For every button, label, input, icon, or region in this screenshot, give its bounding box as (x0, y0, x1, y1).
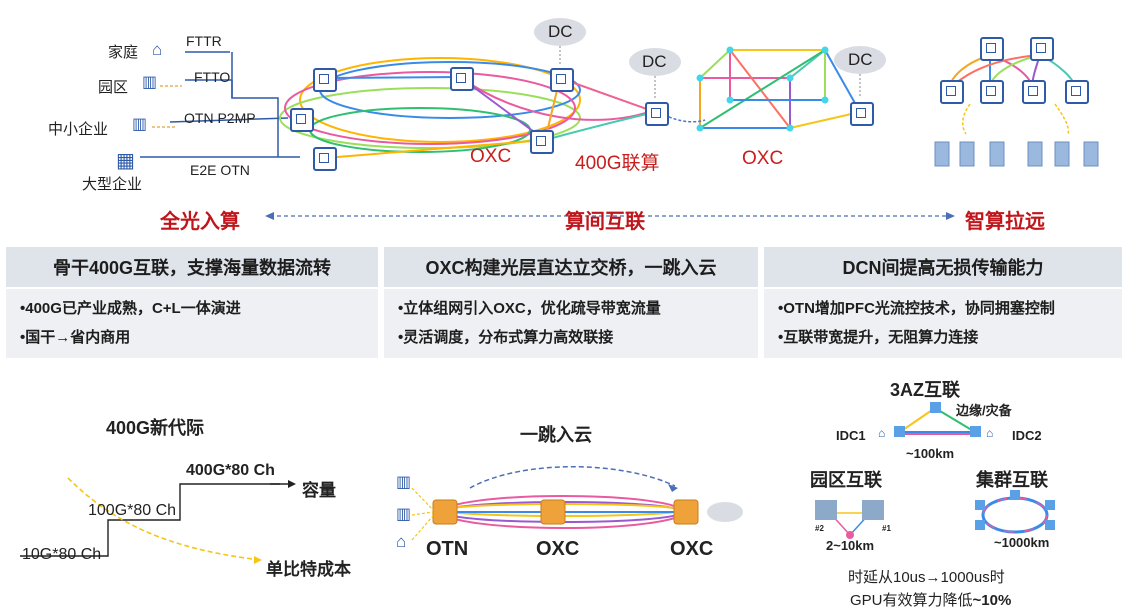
panel-bullet: •互联带宽提升，无阻算力连接 (778, 329, 979, 346)
bank-icon: ⌂ (878, 426, 886, 440)
park-mark: #1 (882, 524, 891, 533)
dc-node (1030, 37, 1054, 61)
panel-body-dcn: •OTN增加PFC光流控技术，协同拥塞控制 •互联带宽提升，无阻算力连接 (764, 289, 1122, 358)
building-icon: ▥ (142, 74, 158, 91)
access-place-label: 大型企业 (82, 176, 143, 193)
gen400-step: 10G*80 Ch (22, 546, 102, 563)
access-tech-label: E2E OTN (190, 162, 250, 178)
oxc-left-label: OXC (470, 146, 512, 167)
oxc-label: OXC (670, 538, 714, 560)
theme-center: 算间互联 (565, 211, 645, 233)
park-distance: 2~10km (826, 538, 875, 553)
gen400-step: 400G*80 Ch (186, 462, 275, 479)
home-icon: ⌂ (152, 40, 163, 59)
panel-title-dcn: DCN间提高无损传输能力 (764, 247, 1122, 287)
gpu-note-value: ~10% (972, 592, 1012, 609)
edge-label: 边缘/灾备 (956, 403, 1012, 418)
access-place-label: 园区 (98, 79, 129, 96)
oxc-node (530, 130, 554, 154)
idc1-label: IDC1 (836, 428, 866, 443)
park-mark: #2 (815, 524, 824, 533)
cluster-distance: ~1000km (994, 535, 1050, 550)
access-tech-label: OTN P2MP (184, 110, 256, 126)
park-title: 园区互联 (810, 470, 882, 490)
panel-bullet: •灵活调度，分布式算力高效联接 (398, 329, 614, 346)
latency-note: 时延从10us→1000us时 (848, 569, 1005, 586)
dc-node (940, 80, 964, 104)
building-icon: ▥ (396, 474, 412, 491)
gpu-note: GPU有效算力降低~10% (850, 589, 1011, 610)
oxc-label: OXC (536, 538, 580, 560)
access-tech-label: FTTO (194, 69, 231, 85)
access-place-label: 家庭 (108, 44, 139, 61)
panel-bullet: •400G已产业成熟，C+L一体演进 (20, 300, 241, 317)
theme-left: 全光入算 (160, 211, 240, 233)
distance-label: ~100km (906, 446, 955, 461)
oxc-right-label: OXC (742, 148, 784, 169)
panel-title-oxc: OXC构建光层直达立交桥，一跳入云 (384, 247, 758, 287)
oxc-node (550, 68, 574, 92)
enterprise-icon: ▦ (116, 150, 135, 172)
dc-label: DC (642, 52, 667, 71)
oxc-node (645, 102, 669, 126)
interconnect-label: 400G联算 (575, 153, 660, 174)
access-place-label: 中小企业 (48, 121, 109, 138)
onehop-title: 一跳入云 (520, 425, 592, 445)
oxc-node (450, 67, 474, 91)
office-icon: ▥ (132, 116, 148, 133)
panel-bullet: •OTN增加PFC光流控技术，协同拥塞控制 (778, 300, 1055, 317)
idc2-label: IDC2 (1012, 428, 1042, 443)
otn-label: OTN (426, 538, 469, 560)
panel-body-oxc: •立体组网引入OXC，优化疏导带宽流量 •灵活调度，分布式算力高效联接 (384, 289, 758, 358)
bottom-diagrams (20, 402, 1055, 564)
home-icon: ⌂ (396, 532, 407, 551)
oxc-node (313, 147, 337, 171)
az-title: 3AZ互联 (890, 380, 961, 400)
access-tech-label: FTTR (186, 33, 222, 49)
bank-icon: ⌂ (986, 426, 994, 440)
dc-node (980, 37, 1004, 61)
gpu-note-prefix: GPU有效算力降低 (850, 592, 973, 609)
oxc-node (313, 68, 337, 92)
oxc-node (290, 108, 314, 132)
panel-body-backbone: •400G已产业成熟，C+L一体演进 •国干→省内商用 (6, 289, 378, 358)
panel-title-backbone: 骨干400G互联，支撑海量数据流转 (6, 247, 378, 287)
dc-node (980, 80, 1004, 104)
cost-label: 单比特成本 (266, 560, 351, 579)
cluster-title: 集群互联 (976, 470, 1048, 490)
theme-right: 智算拉远 (965, 211, 1045, 233)
panel-bullet: •立体组网引入OXC，优化疏导带宽流量 (398, 300, 661, 317)
gen400-title: 400G新代际 (106, 418, 205, 438)
capacity-label: 容量 (302, 481, 336, 500)
oxc-node (850, 102, 874, 126)
dc-label: DC (848, 50, 873, 69)
panel-bullet: •国干→省内商用 (20, 329, 131, 346)
office-icon: ▥ (396, 506, 412, 523)
dc-node (1065, 80, 1089, 104)
gen400-step: 100G*80 Ch (88, 502, 177, 519)
dc-label: DC (548, 22, 573, 41)
dc-node (1022, 80, 1046, 104)
